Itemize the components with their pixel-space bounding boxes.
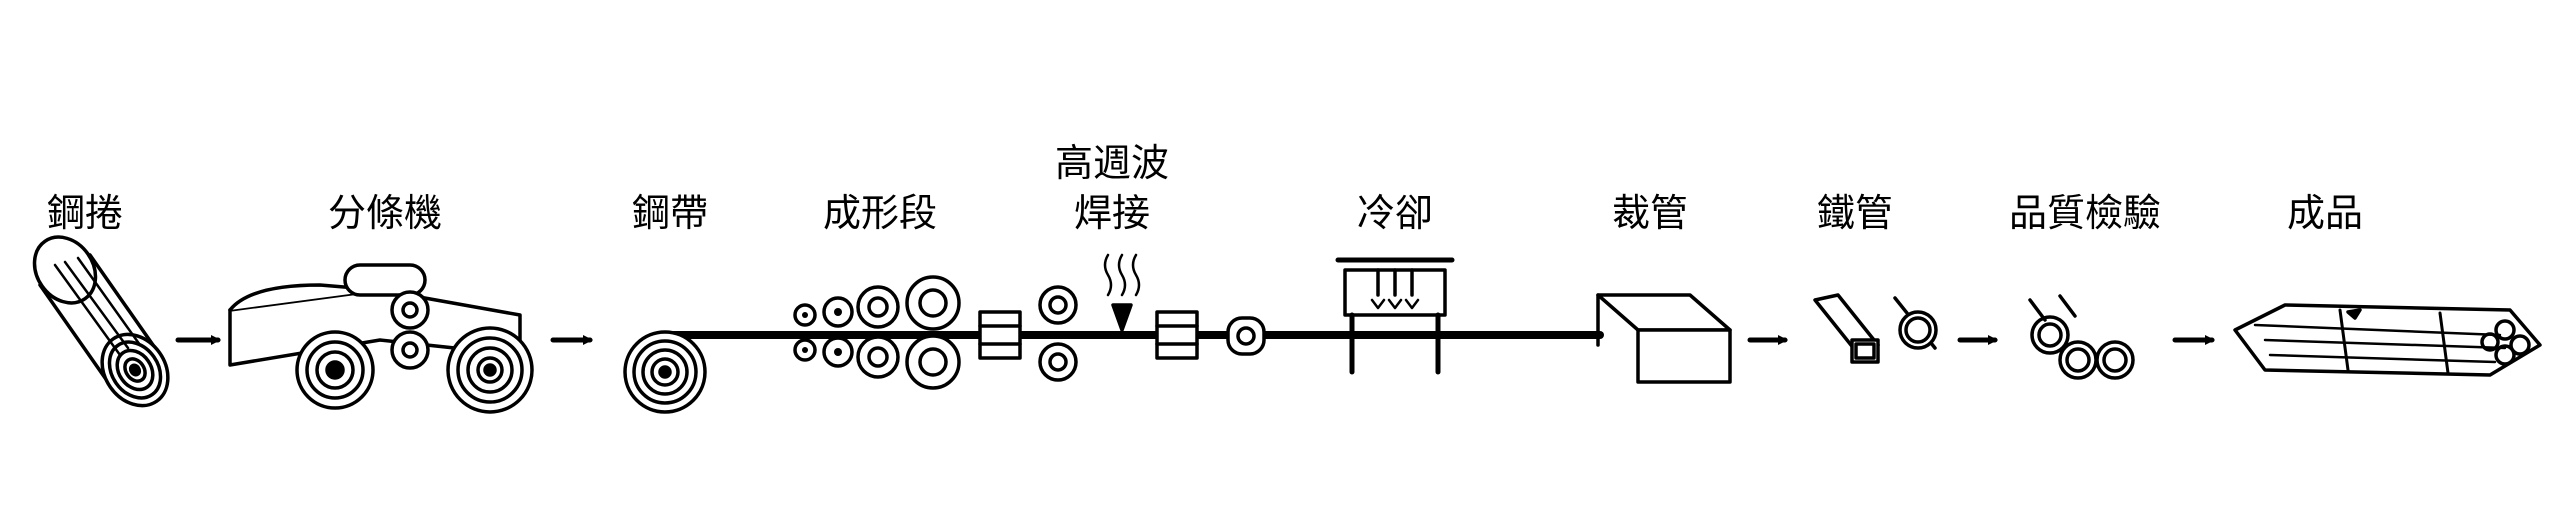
pipe-square-round-icon — [1813, 293, 1938, 364]
forming-rollers-icon — [793, 275, 1078, 390]
strip-coil-icon — [623, 330, 1604, 414]
label-hf-welding-line1: 高週波 — [1054, 141, 1170, 185]
label-inspection: 品質檢驗 — [2008, 191, 2162, 235]
pipe-bundle-icon — [2028, 294, 2135, 380]
cooling-sprayer-icon — [1335, 257, 1455, 375]
label-steel-strip: 鋼帶 — [631, 191, 709, 235]
finished-bundle-icon — [2233, 303, 2542, 377]
label-cutting: 裁管 — [1611, 191, 1689, 235]
label-hf-welding-line2: 焊接 — [1073, 191, 1151, 235]
label-steel-coil: 鋼捲 — [46, 191, 124, 235]
cutting-box-icon — [1596, 293, 1732, 384]
label-steel-pipe: 鐵管 — [1816, 191, 1894, 235]
label-slitter: 分條機 — [327, 191, 443, 235]
label-product: 成品 — [2286, 191, 2364, 235]
steel-coil-icon — [32, 235, 170, 408]
label-cooling: 冷卻 — [1356, 191, 1434, 235]
label-forming: 成形段 — [822, 191, 938, 235]
slitter-machine-icon — [228, 263, 534, 414]
welding-heat-icon — [1103, 253, 1266, 360]
